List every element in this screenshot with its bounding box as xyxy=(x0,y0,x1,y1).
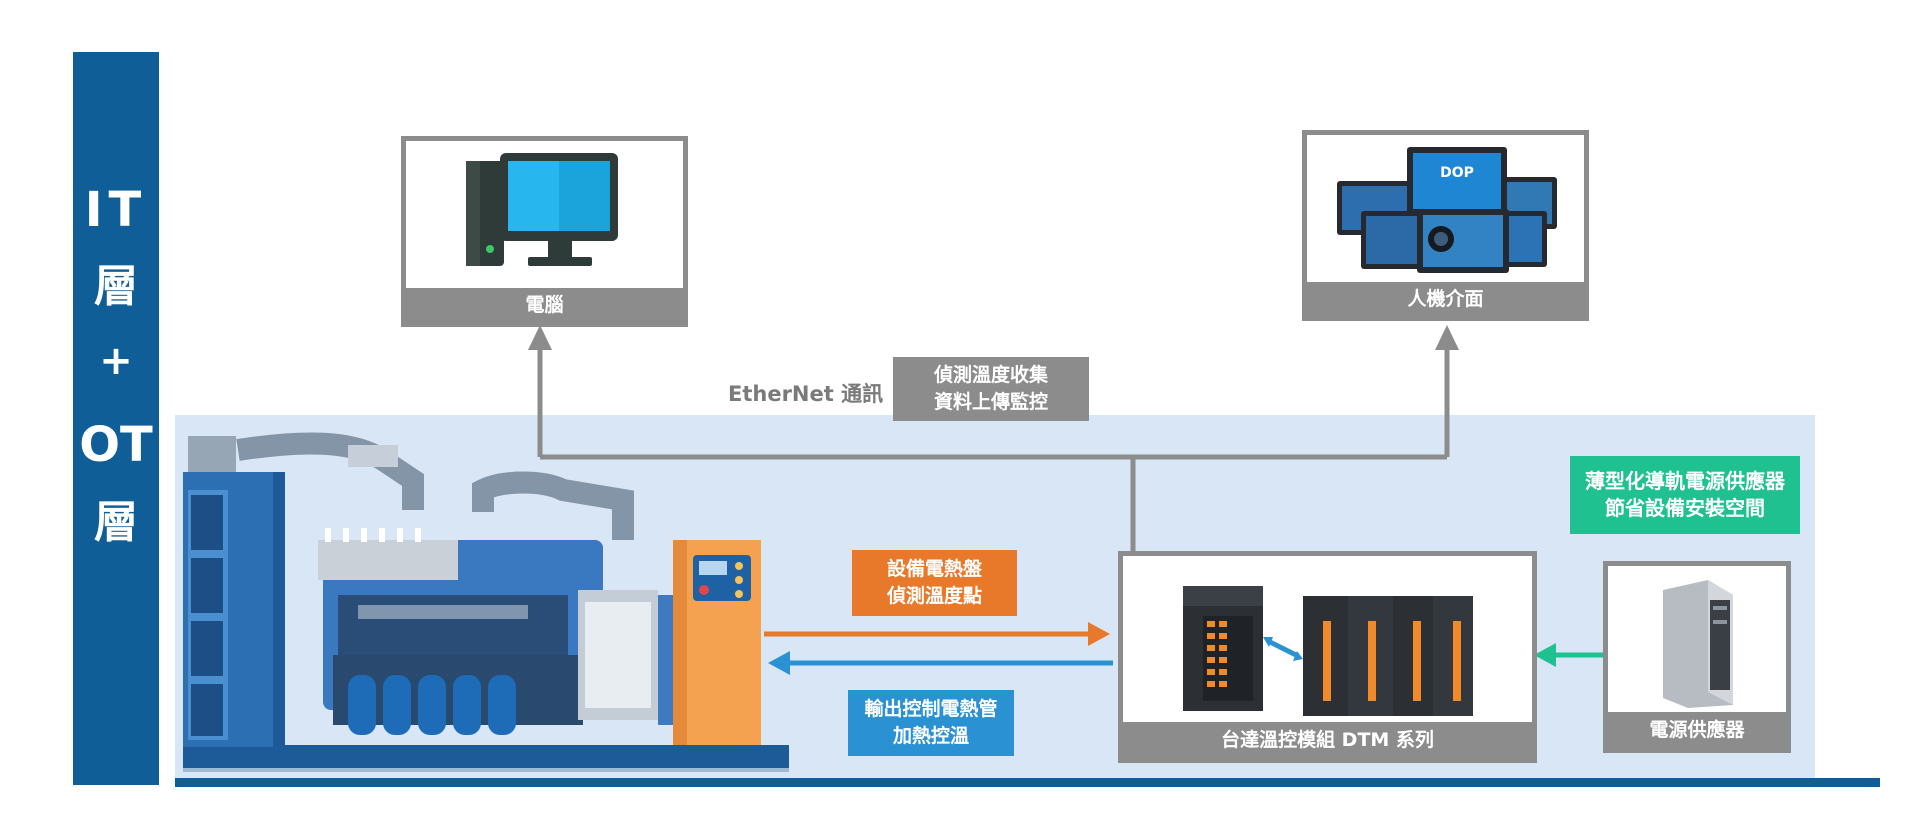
dtm-frame: 台達溫控模組 DTM 系列 xyxy=(1118,551,1537,763)
dtm-modules-icon xyxy=(1183,586,1473,716)
dtm-label: 台達溫控模組 DTM 系列 xyxy=(1123,722,1532,758)
banner-layer-2: 層 xyxy=(94,497,138,548)
output-signal-line2: 加熱控溫 xyxy=(892,725,969,747)
bottom-rule xyxy=(175,778,1880,787)
computer-label: 電腦 xyxy=(406,288,683,322)
input-signal-tag: 設備電熱盤 偵測溫度點 xyxy=(852,550,1017,616)
arrow-to-hmi xyxy=(1435,325,1459,350)
power-benefit-line2: 節省設備安裝空間 xyxy=(1605,496,1765,520)
output-arrow-head xyxy=(768,651,790,675)
hmi-panels-icon: DOP xyxy=(1337,147,1557,273)
output-signal-line1: 輸出控制電熱管 xyxy=(864,698,998,720)
input-arrow-head xyxy=(1088,622,1110,646)
hmi-label: 人機介面 xyxy=(1307,282,1584,316)
monitor-tag-line2: 資料上傳監控 xyxy=(933,391,1048,413)
banner-it: IT xyxy=(84,182,148,238)
power-supply-label: 電源供應器 xyxy=(1608,712,1786,748)
hmi-brand-text: DOP xyxy=(1440,165,1474,181)
monitor-tag-line1: 偵測溫度收集 xyxy=(933,364,1048,386)
power-benefit-tag: 薄型化導軌電源供應器 節省設備安裝空間 xyxy=(1570,456,1800,534)
arrow-to-computer xyxy=(528,325,552,350)
banner-plus: + xyxy=(99,338,133,384)
banner-ot: OT xyxy=(79,417,153,473)
power-supply-icon xyxy=(1663,580,1733,708)
input-signal-line1: 設備電熱盤 xyxy=(886,558,982,580)
output-signal-tag: 輸出控制電熱管 加熱控溫 xyxy=(848,690,1014,756)
layer-banner: IT 層 + OT 層 xyxy=(73,52,159,785)
power-supply-frame: 電源供應器 xyxy=(1603,561,1791,753)
power-benefit-line1: 薄型化導軌電源供應器 xyxy=(1585,469,1785,493)
ethernet-bus xyxy=(537,345,1450,551)
input-signal-line2: 偵測溫度點 xyxy=(886,585,982,607)
computer-icon xyxy=(466,153,618,266)
power-arrow-head xyxy=(1534,643,1556,667)
ethernet-label: EtherNet 通訊 xyxy=(728,382,884,406)
generator-illustration xyxy=(183,432,789,772)
hmi-frame: DOP 人機介面 xyxy=(1302,130,1589,321)
computer-frame: 電腦 xyxy=(401,136,688,327)
banner-layer-1: 層 xyxy=(94,261,138,312)
monitor-tag: 偵測溫度收集 資料上傳監控 xyxy=(893,357,1089,421)
